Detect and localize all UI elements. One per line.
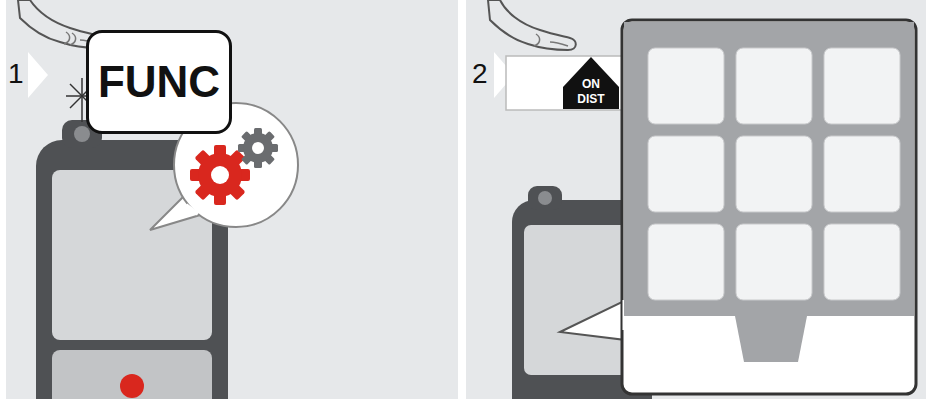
callout-join: [186, 205, 198, 214]
settings-gear-red: [190, 145, 250, 205]
key-label: ON DIST: [574, 77, 608, 107]
key-label: FUNC: [98, 57, 220, 107]
hand-crease: [70, 33, 76, 45]
hand: [488, 0, 576, 50]
callout-tail: [560, 300, 626, 340]
panel-ground: [466, 0, 926, 399]
key-text-group: ON DIST: [574, 77, 608, 107]
keypad: [52, 350, 212, 399]
laser-lens: [74, 126, 90, 142]
laser-housing: [528, 186, 562, 210]
panel-ground: [6, 0, 458, 399]
screen-callout: [622, 20, 916, 394]
menu-tiles: [648, 48, 900, 300]
on-dist-key: ON DIST: [563, 57, 619, 109]
hand-crease: [64, 32, 70, 44]
step-number: 2: [472, 58, 488, 90]
func-key: FUNC: [86, 30, 232, 134]
screen-ground: [624, 22, 914, 316]
hand-crease: [534, 34, 540, 46]
laser-lens: [538, 191, 552, 205]
on-button-icon: [120, 374, 144, 398]
key-text-group: FUNC: [98, 57, 220, 107]
fingernail: [550, 42, 568, 46]
screen-tab: [735, 316, 807, 362]
step-number: 1: [8, 58, 24, 90]
settings-gear-gray: [238, 128, 278, 168]
step-chevron: [28, 52, 48, 98]
